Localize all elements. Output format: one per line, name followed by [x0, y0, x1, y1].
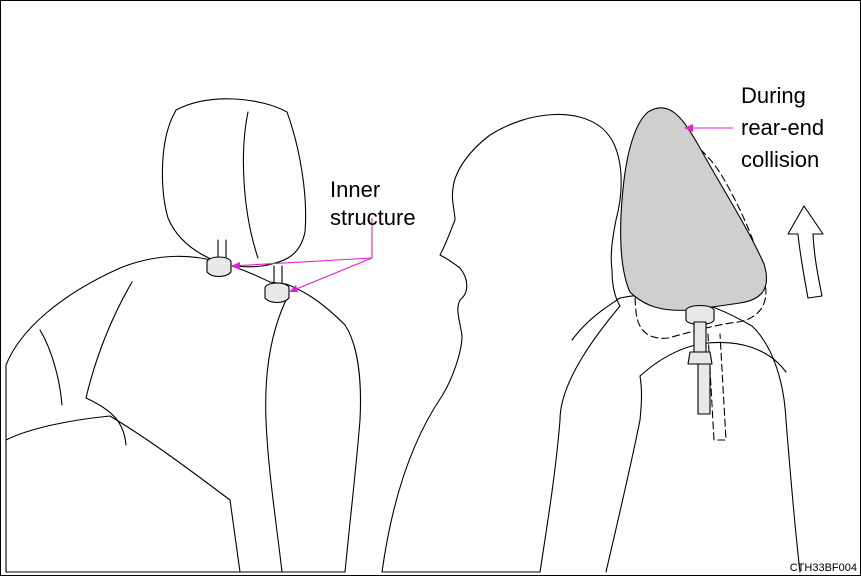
right-collar-lower [688, 352, 712, 364]
label-collision-line1: During [741, 82, 806, 109]
left-seat-left-bolster [40, 330, 62, 405]
left-headrest [162, 99, 305, 267]
callout-line-front-collar [231, 258, 372, 266]
occupant-silhouette [382, 114, 621, 572]
left-seat-back [6, 256, 360, 572]
label-inner-structure-line2: structure [330, 204, 416, 231]
label-collision-line3: collision [741, 146, 819, 173]
figure-code: CTH33BF004 [790, 562, 857, 574]
left-seat-side-contour [6, 416, 240, 572]
left-headrest-seam [243, 112, 258, 258]
right-seat-inner [640, 342, 786, 376]
right-seat-back [572, 295, 800, 572]
callout-line-rear-collar [289, 258, 372, 292]
callout-arrowhead-front [231, 262, 240, 270]
left-seat-right-bolster [266, 300, 286, 572]
right-post [694, 322, 706, 352]
left-seat-inner-contour [86, 282, 132, 445]
label-collision-line2: rear-end [741, 114, 824, 141]
motion-arrow [788, 206, 823, 298]
right-seat-lower [606, 376, 642, 572]
label-inner-structure-line1: Inner [330, 176, 380, 203]
right-post-original-outline [708, 334, 726, 440]
right-post-lower [698, 364, 710, 414]
